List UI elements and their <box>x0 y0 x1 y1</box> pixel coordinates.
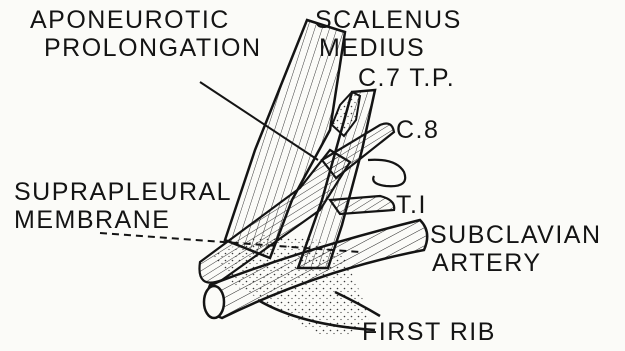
label-scalenus-line2: MEDIUS <box>319 34 462 62</box>
label-first-rib: FIRST RIB <box>362 318 496 346</box>
label-aponeurotic-line2: PROLONGATION <box>44 34 262 62</box>
artery-cut-end <box>204 286 224 318</box>
label-suprapleural-line2: MEMBRANE <box>14 206 232 234</box>
label-t1: T.I <box>396 191 427 219</box>
label-c7-tp: C.7 T.P. <box>358 64 455 92</box>
label-scalenus-line1: SCALENUS <box>315 6 462 34</box>
label-c8: C.8 <box>396 116 439 144</box>
label-scalenus-medius: SCALENUS MEDIUS <box>315 6 462 62</box>
label-aponeurotic-prolongation: APONEUROTIC PROLONGATION <box>30 6 262 62</box>
label-subclavian-line2: ARTERY <box>432 249 602 277</box>
label-suprapleural-membrane: SUPRAPLEURAL MEMBRANE <box>14 178 232 234</box>
label-subclavian-artery: SUBCLAVIAN ARTERY <box>430 221 602 277</box>
label-suprapleural-line1: SUPRAPLEURAL <box>14 178 232 206</box>
label-aponeurotic-line1: APONEUROTIC <box>30 6 262 34</box>
label-subclavian-line1: SUBCLAVIAN <box>430 221 602 249</box>
nerve-loop <box>368 160 405 186</box>
